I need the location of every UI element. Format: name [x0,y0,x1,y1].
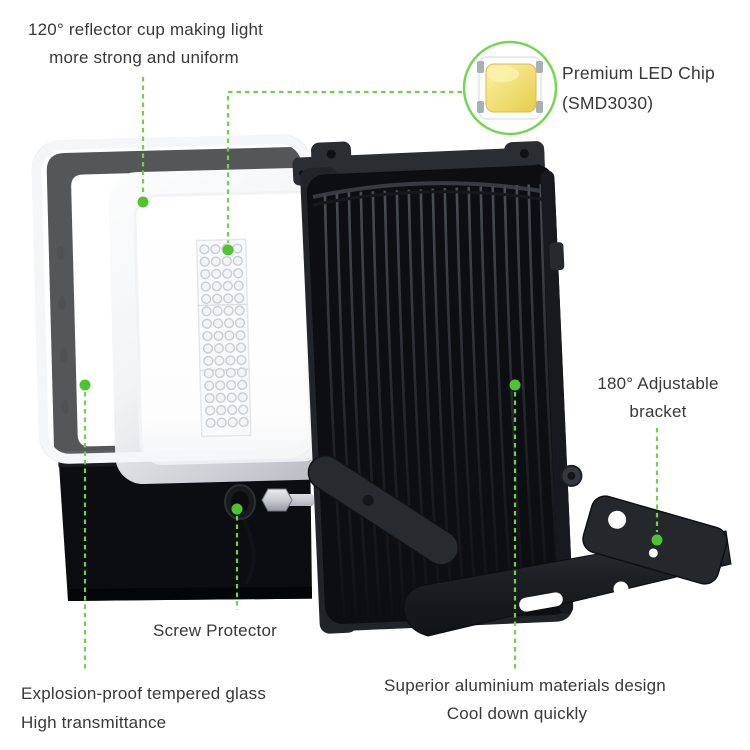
led-chip-callout [462,40,558,136]
housing-mounting-ears [311,141,545,167]
bracket-label: 180° Adjustable bracket [586,370,730,426]
reflector-cup [108,167,340,485]
fins-top-arch-highlight [312,181,552,199]
reflector-label-line1: 120° reflector cup making light [28,20,264,39]
led-chip-label-line1: Premium LED Chip [562,63,715,83]
callout-line-led-chip [226,90,462,243]
callout-dot-reflector-icon [137,196,149,208]
fins-top-arch-shadow [313,190,552,207]
glass-label: Explosion-proof tempered glass High tran… [21,679,266,737]
aluminium-label: Superior aluminium materials design Cool… [384,672,666,728]
callout-dots [79,196,663,546]
aluminium-label-line1: Superior aluminium materials design [384,676,666,695]
reflector-label-line2: more strong and uniform [49,48,239,67]
bolt-head [261,488,293,512]
bolt-shaft [286,494,314,506]
heat-sink-fins [323,183,562,618]
chip-highlight [487,66,519,82]
screw-label-line1: Screw Protector [153,621,277,640]
chip-contact-notches [477,61,543,113]
frame-hinge-bumps [56,246,69,415]
bracket-label-line1: 180° Adjustable [597,374,719,393]
pivot-knob-center [567,471,576,480]
bracket-left-arm [307,454,459,566]
hex-bolt [261,488,314,512]
callout-dot-screw-icon [231,503,243,515]
reflector-label: 120° reflector cup making light more str… [28,16,264,72]
callout-lines [83,77,659,670]
glass-label-line2: High transmittance [21,713,167,732]
housing-right-edge [540,170,574,615]
glass-panel [31,134,319,464]
band-slot-left [519,592,563,612]
screw-protector-tether [241,516,256,584]
front-base-panel [58,446,313,602]
band-hole [613,581,629,597]
callout-dot-led-chip-icon [222,244,234,256]
led-chip-label-line2: (SMD3030) [562,93,654,113]
aluminium-label-line2: Cool down quickly [446,704,588,723]
callout-dot-bracket-icon [651,534,663,546]
led-panel [195,238,252,438]
led-grid [199,243,249,429]
front-base-bottom-lip [67,586,313,602]
callout-dot-glass-icon [79,379,91,391]
housing-side-lug [549,242,565,271]
screw-label: Screw Protector [142,617,288,645]
bracket-label-line2: bracket [629,402,687,421]
callout-dot-aluminium-icon [509,379,521,391]
led-chip-label: Premium LED Chip (SMD3030) [562,58,715,118]
glass-label-line1: Explosion-proof tempered glass [21,684,267,703]
